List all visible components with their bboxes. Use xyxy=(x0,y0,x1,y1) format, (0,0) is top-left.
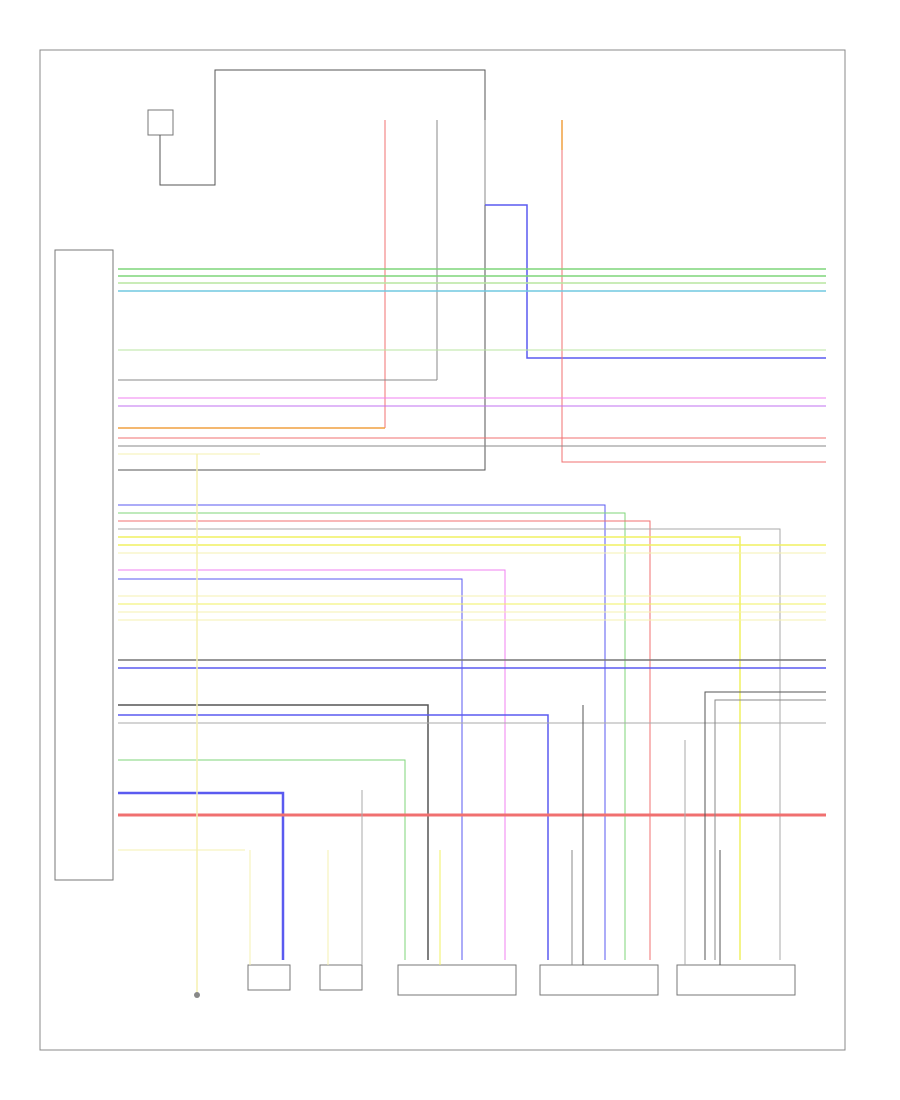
center-actuator xyxy=(397,964,517,996)
bus-blue-mid-2 xyxy=(118,578,463,960)
bus-red-mid xyxy=(118,520,651,960)
left-footwell-sensor xyxy=(319,964,363,991)
bus-gray-mid xyxy=(118,528,781,960)
bus-yellow-mid-1 xyxy=(118,536,741,960)
bus-right-gray xyxy=(714,699,826,960)
bus-green-low xyxy=(118,759,406,960)
bus-pink-mid xyxy=(118,569,506,960)
right-actuator xyxy=(676,964,796,996)
bus-right-darkgray xyxy=(704,691,826,960)
ecu-module xyxy=(54,249,114,881)
bus-darkgray-low xyxy=(118,704,429,960)
ground-symbol xyxy=(194,992,200,998)
bus-green-mid xyxy=(118,512,626,960)
feed-blue xyxy=(485,204,826,359)
top-sensor xyxy=(147,109,174,136)
right-footwell-sensor xyxy=(247,964,291,991)
bus-blue-low xyxy=(118,714,549,960)
left-temp-actuator xyxy=(539,964,659,996)
feed-red-2 xyxy=(561,150,826,463)
diagram-frame xyxy=(39,49,846,1051)
top-sensor-wire xyxy=(118,69,486,471)
bus-blue-thick xyxy=(118,791,285,960)
bus-blue-mid xyxy=(118,504,606,960)
